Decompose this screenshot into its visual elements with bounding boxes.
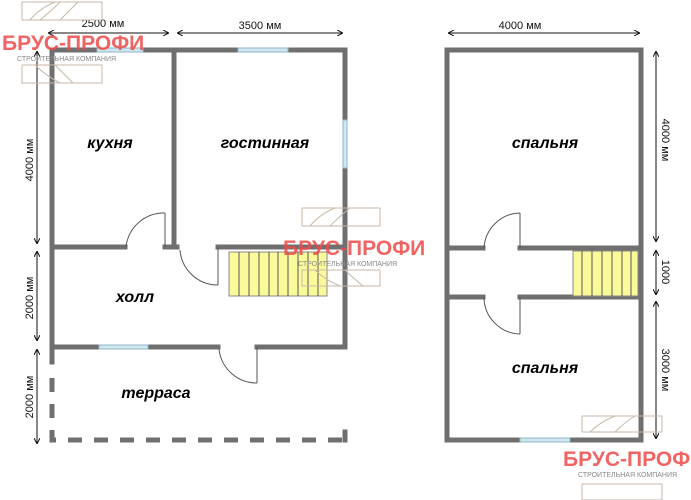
door-living — [179, 247, 219, 286]
outer-wall — [49, 47, 348, 350]
logo-subtitle: СТРОИТЕЛЬНАЯ КОМПАНИЯ — [578, 472, 677, 479]
logo-watermark: БРУС-ПРОФИ СТРОИТЕЛЬНАЯ КОМПАНИЯ — [283, 207, 425, 287]
logo-subtitle: СТРОИТЕЛЬНАЯ КОМПАНИЯ — [298, 261, 397, 268]
dim-label: 4000 мм — [24, 139, 36, 182]
logo-subtitle: СТРОИТЕЛЬНАЯ КОМПАНИЯ — [17, 56, 116, 63]
logo-text: БРУС-ПРОФИ — [2, 32, 144, 55]
outer-wall — [444, 47, 644, 443]
room-label-kitchen: кухня — [87, 135, 133, 152]
stairs — [228, 251, 328, 297]
room-label-bedroom: спальня — [512, 360, 579, 377]
door-bedroom-2 — [483, 296, 521, 335]
dim-label: 2000 мм — [24, 376, 36, 419]
floor-1-plan: 2500 мм 3500 мм 4000 мм 2000 мм 2000 мм … — [24, 18, 348, 443]
dim-label: 1000 — [659, 260, 671, 284]
door-terrace — [218, 347, 258, 384]
room-label-terrace: терраса — [121, 385, 190, 402]
floor-2-plan: 4000 мм 4000 мм 1000 3000 мм спальня спа… — [444, 20, 671, 443]
door-bedroom-1 — [483, 212, 521, 249]
window — [98, 344, 149, 350]
window — [237, 47, 289, 53]
room-label-bedroom: спальня — [512, 135, 579, 152]
terrace-outline — [49, 378, 345, 443]
dim-label: 4000 мм — [499, 20, 542, 32]
dim-label: 2000 мм — [24, 277, 36, 320]
logo-watermark: БРУС-ПРОФИ СТРОИТЕЛЬНАЯ КОМПАНИЯ — [563, 415, 691, 500]
window — [519, 437, 571, 443]
room-label-living: гостинная — [221, 135, 310, 152]
logo-watermark: БРУС-ПРОФИ СТРОИТЕЛЬНАЯ КОМПАНИЯ — [2, 1, 144, 84]
door-kitchen — [125, 212, 166, 248]
stairs — [572, 250, 639, 297]
dim-label: 2500 мм — [82, 18, 125, 30]
dim-label: 3000 мм — [659, 349, 671, 392]
dim-label: 3500 мм — [239, 20, 282, 32]
room-label-hall: холл — [115, 289, 154, 306]
window — [342, 119, 348, 169]
dim-label: 4000 мм — [659, 119, 671, 162]
logo-text: БРУС-ПРОФИ — [563, 448, 691, 471]
window — [96, 47, 144, 53]
logo-text: БРУС-ПРОФИ — [283, 237, 425, 260]
